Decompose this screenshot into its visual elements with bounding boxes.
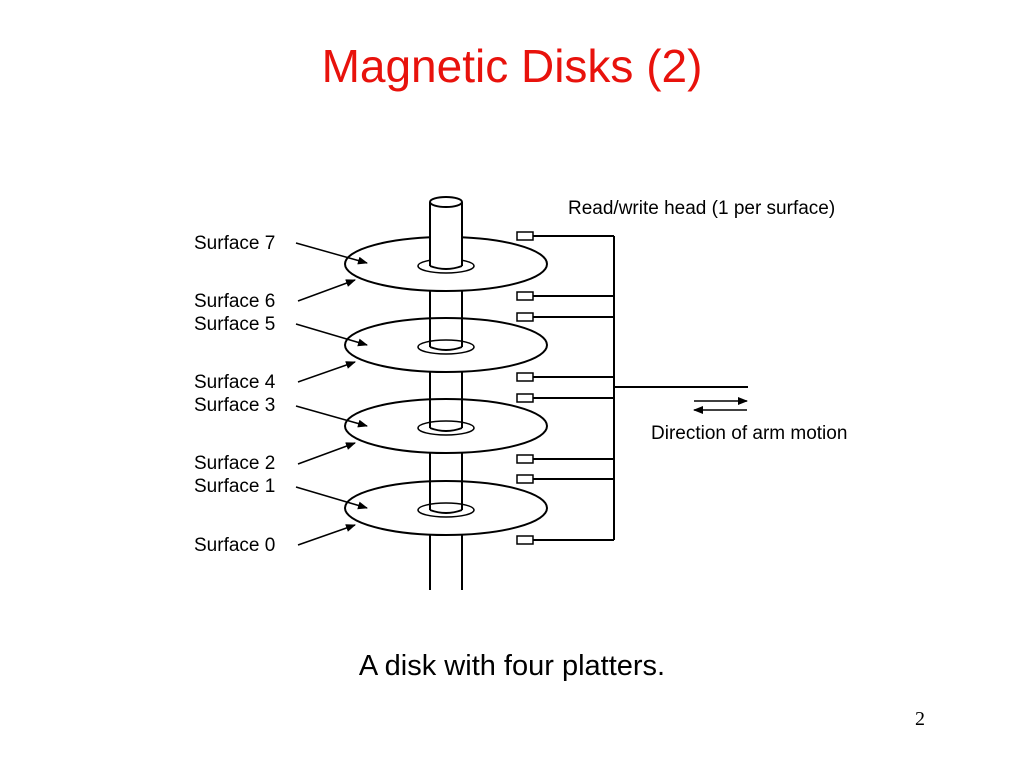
surface-pointers (295, 242, 368, 546)
surface-4-label: Surface 4 (194, 372, 276, 393)
platter-3 (344, 398, 548, 454)
arm-motion-label: Direction of arm motion (651, 423, 847, 444)
surface-6-label: Surface 6 (194, 291, 275, 312)
surface-7-label: Surface 7 (194, 233, 275, 254)
arm-assembly (533, 235, 748, 541)
surface-labels: Surface 7 Surface 6 Surface 5 Surface 4 … (194, 233, 276, 556)
spindle-top (429, 196, 463, 270)
slide-title: Magnetic Disks (2) (321, 40, 703, 92)
head-label: Read/write head (1 per surface) (568, 198, 835, 219)
surface-2-label: Surface 2 (194, 453, 275, 474)
page-number: 2 (915, 708, 925, 730)
spindle-bottom (429, 535, 463, 590)
caption: A disk with four platters. (358, 650, 666, 682)
surface-1-label: Surface 1 (194, 476, 275, 497)
platter-4 (344, 480, 548, 536)
surface-5-label: Surface 5 (194, 314, 275, 335)
read-write-heads (516, 231, 534, 545)
arm-motion-arrows (693, 397, 748, 414)
surface-0-label: Surface 0 (194, 535, 275, 556)
surface-3-label: Surface 3 (194, 395, 275, 416)
platter-2 (344, 317, 548, 373)
